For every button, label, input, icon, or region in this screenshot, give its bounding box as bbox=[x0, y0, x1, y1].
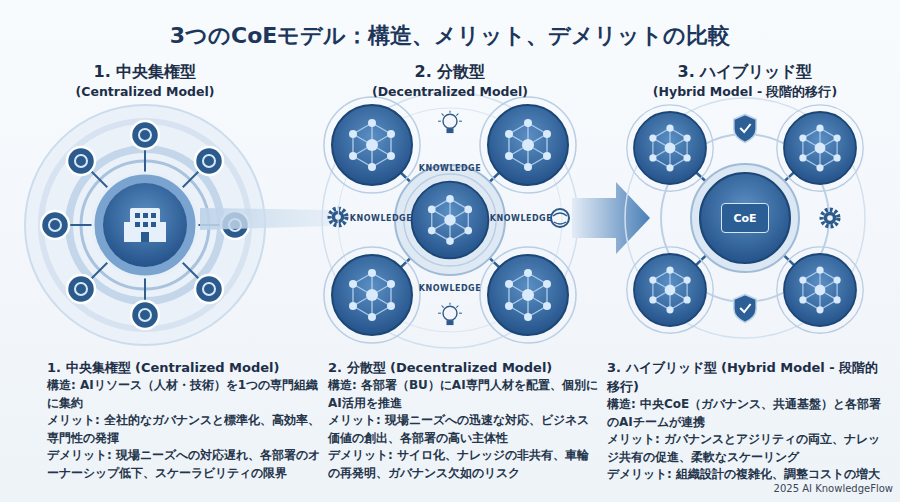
brain-icon bbox=[551, 209, 569, 227]
bu-cluster bbox=[324, 97, 420, 193]
knowledge-label: KNOWLEDGE bbox=[345, 214, 417, 224]
center-outer bbox=[93, 173, 197, 277]
knowledge-label: KNOWLEDGE bbox=[410, 164, 490, 174]
model-subheading: (Hybrid Model - 段階的移行) bbox=[600, 84, 890, 100]
demerit-text: デメリット: サイロ化、ナレッジの非共有、車輪の再発明、ガバナンス欠如のリスク bbox=[328, 447, 600, 482]
ring bbox=[69, 149, 221, 301]
brain-outline bbox=[551, 209, 569, 227]
gear-icon bbox=[822, 210, 839, 227]
ring bbox=[625, 98, 865, 338]
coe-node: CoE bbox=[721, 203, 769, 233]
model-subheading: (Centralized Model) bbox=[5, 84, 285, 100]
demerit-text: デメリット: 現場ニーズへの対応遅れ、各部署のオーナーシップ低下、スケーラビリテ… bbox=[47, 447, 325, 482]
brain-folds bbox=[553, 213, 567, 224]
node-text: CoE bbox=[733, 212, 756, 225]
flow-band bbox=[200, 208, 330, 230]
center-halo bbox=[691, 164, 799, 272]
block-heading: 2. 分散型 (Decentralized Model) bbox=[328, 358, 600, 377]
bu-cluster bbox=[777, 105, 863, 191]
text-column: 3. ハイブリッド型 (Hybrid Model - 段階的移行)構造: 中央C… bbox=[607, 358, 885, 484]
shield-icon bbox=[734, 114, 756, 142]
text-column: 2. 分散型 (Decentralized Model)構造: 各部署（BU）に… bbox=[328, 358, 600, 482]
center-hub bbox=[103, 183, 187, 267]
shield-icon bbox=[734, 294, 756, 322]
footer-credit: 2025 AI KnowledgeFlow bbox=[693, 482, 893, 495]
bu-cluster bbox=[324, 247, 420, 343]
ring bbox=[81, 161, 209, 289]
model-heading: 1. 中央集権型 bbox=[5, 62, 285, 82]
merit-text: メリット: ガバナンスとアジリティの両立、ナレッジ共有の促進、柔軟なスケーリング bbox=[607, 431, 885, 466]
bu-cluster bbox=[777, 247, 863, 333]
model-subheading: (Decentralized Model) bbox=[310, 84, 590, 100]
demerit-text: デメリット: 組織設計の複雑化、調整コストの増大 bbox=[607, 466, 885, 484]
knowledge-label: KNOWLEDGE bbox=[410, 284, 490, 294]
transition-arrow bbox=[572, 182, 650, 254]
center-cluster bbox=[404, 174, 496, 266]
hybrid-illustration bbox=[625, 98, 865, 338]
decentralized-illustration bbox=[322, 92, 578, 348]
center-hub bbox=[700, 173, 790, 263]
structure-text: 構造: 中央CoE（ガバナンス、共通基盤）と各部署のAIチームが連携 bbox=[607, 396, 885, 431]
ring bbox=[322, 92, 578, 348]
model-heading: 2. 分散型 bbox=[310, 62, 590, 82]
bulb-icon bbox=[438, 303, 462, 325]
building-icon bbox=[124, 208, 166, 242]
bu-cluster bbox=[627, 105, 713, 191]
structure-text: 構造: 各部署（BU）にAI専門人材を配置、個別にAI活用を推進 bbox=[328, 377, 600, 412]
bu-cluster bbox=[480, 247, 576, 343]
block-heading: 1. 中央集権型 (Centralized Model) bbox=[47, 358, 325, 377]
structure-text: 構造: AIリソース（人材・技術）を1つの専門組織に集約 bbox=[47, 377, 325, 412]
model-heading: 3. ハイブリッド型 bbox=[600, 62, 890, 82]
knowledge-label: KNOWLEDGE bbox=[485, 214, 557, 224]
merit-text: メリット: 全社的なガバナンスと標準化、高効率、専門性の発揮 bbox=[47, 412, 325, 447]
bulb-icon bbox=[438, 111, 462, 133]
merit-text: メリット: 現場ニーズへの迅速な対応、ビジネス価値の創出、各部署の高い主体性 bbox=[328, 412, 600, 447]
block-heading: 3. ハイブリッド型 (Hybrid Model - 段階的移行) bbox=[607, 358, 885, 396]
building-windows bbox=[135, 213, 156, 242]
bu-cluster bbox=[480, 97, 576, 193]
text-column: 1. 中央集権型 (Centralized Model)構造: AIリソース（人… bbox=[47, 358, 325, 482]
title: 3つのCoEモデル：構造、メリット、デメリットの比較 bbox=[0, 22, 900, 50]
bu-cluster bbox=[627, 247, 713, 333]
